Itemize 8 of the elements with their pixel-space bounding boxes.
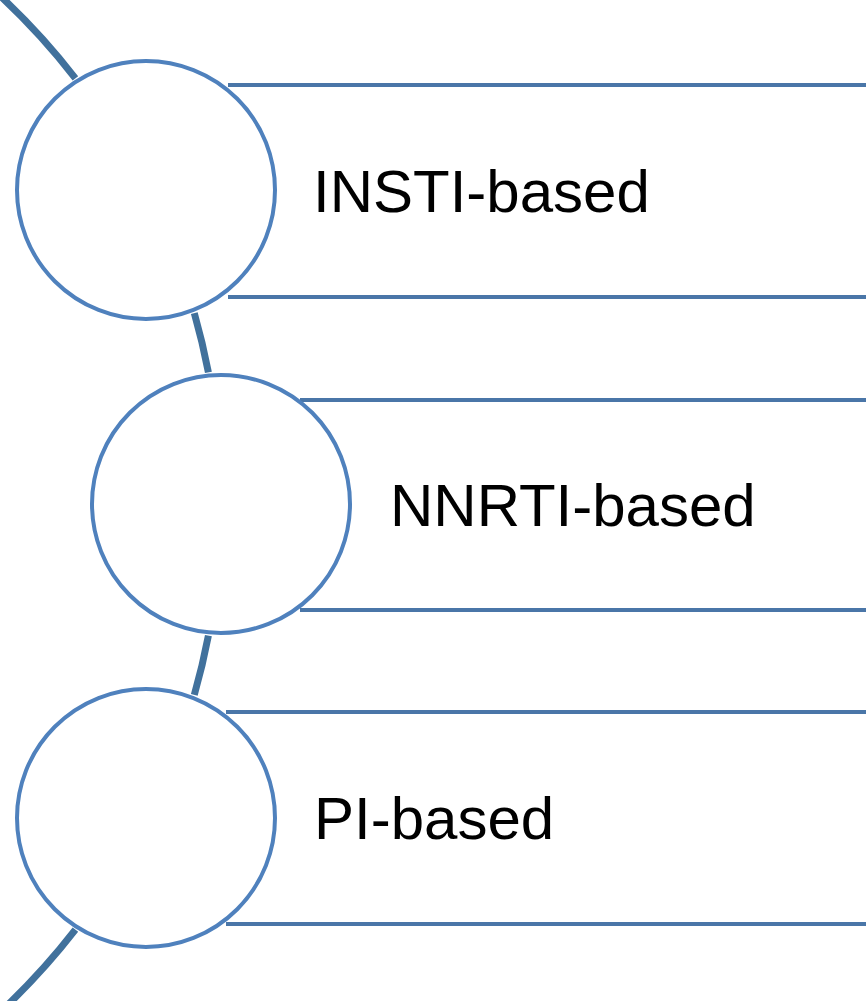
- list-band: [278, 83, 866, 299]
- band-label: PI-based: [314, 783, 555, 853]
- list-band: [353, 398, 866, 612]
- connector-arc: [190, 312, 212, 374]
- connector-arc: [190, 634, 212, 696]
- list-band: [278, 710, 866, 926]
- band-label: NNRTI-based: [390, 470, 756, 540]
- band-label: INSTI-based: [313, 156, 650, 226]
